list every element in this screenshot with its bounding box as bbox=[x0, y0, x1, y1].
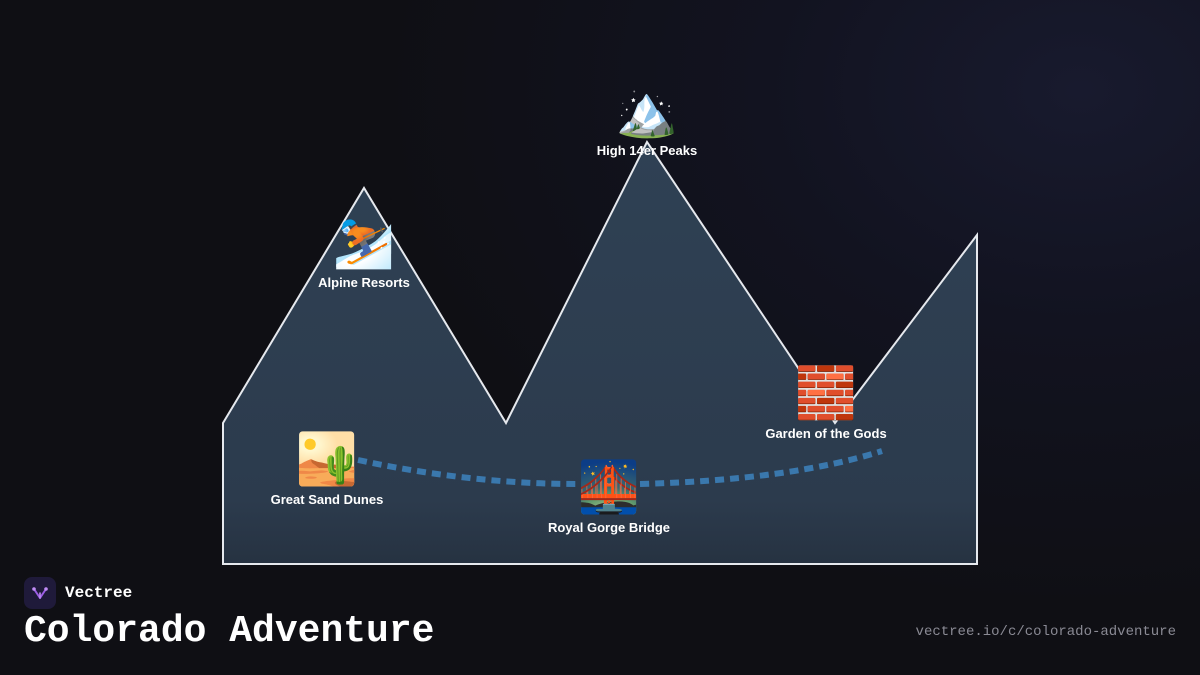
landmark-label: High 14er Peaks bbox=[597, 143, 697, 158]
brick-icon: 🧱 bbox=[795, 364, 857, 422]
landmark-label: Royal Gorge Bridge bbox=[548, 520, 670, 535]
landmark-high-14er-peaks[interactable]: 🏔️ High 14er Peaks bbox=[597, 82, 697, 158]
landmark-royal-gorge-bridge[interactable]: 🌉 Royal Gorge Bridge bbox=[548, 458, 670, 535]
skier-icon: ⛷️ bbox=[333, 213, 395, 271]
landmark-alpine-resorts[interactable]: ⛷️ Alpine Resorts bbox=[318, 213, 410, 290]
trail-path bbox=[357, 448, 883, 487]
page-title: Colorado Adventure bbox=[24, 610, 435, 653]
desert-icon: 🏜️ bbox=[296, 430, 358, 488]
mountain-silhouette bbox=[222, 140, 978, 565]
landmark-label: Great Sand Dunes bbox=[271, 492, 384, 507]
vectree-logo-icon bbox=[24, 577, 56, 609]
snow-capped-mountain-icon: 🏔️ bbox=[616, 82, 678, 140]
landmark-label: Garden of the Gods bbox=[765, 426, 886, 441]
brand[interactable]: Vectree bbox=[24, 577, 132, 609]
landmark-great-sand-dunes[interactable]: 🏜️ Great Sand Dunes bbox=[271, 430, 384, 507]
brand-name: Vectree bbox=[65, 584, 133, 602]
landmark-garden-of-the-gods[interactable]: 🧱 Garden of the Gods bbox=[765, 364, 886, 441]
page-url[interactable]: vectree.io/c/colorado-adventure bbox=[915, 624, 1176, 640]
landmark-label: Alpine Resorts bbox=[318, 275, 410, 290]
bridge-at-night-icon: 🌉 bbox=[578, 458, 640, 516]
